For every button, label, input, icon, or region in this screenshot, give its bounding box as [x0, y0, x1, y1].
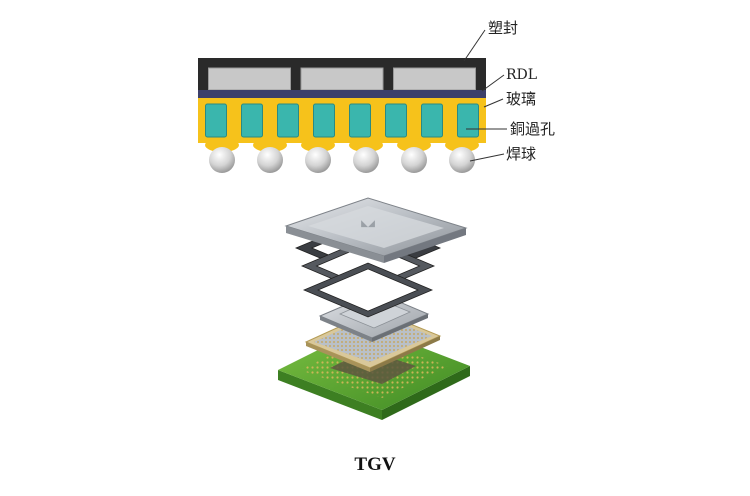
solder-ball: [401, 147, 427, 173]
cross-section-diagram: 塑封 RDL 玻璃 銅過孔 焊球: [198, 19, 555, 173]
solder-ball: [209, 147, 235, 173]
leader-glass: [483, 98, 504, 108]
figure-caption: TGV: [354, 454, 396, 475]
copper-via: [205, 103, 227, 138]
leader-mold: [463, 29, 486, 62]
label-solder-ball: 焊球: [506, 145, 536, 163]
copper-via: [457, 103, 479, 138]
svg-text:◣◢: ◣◢: [361, 219, 375, 229]
copper-via: [277, 103, 299, 138]
copper-via: [313, 103, 335, 138]
rdl-layer: [198, 90, 486, 98]
bottom-pad: [205, 138, 239, 152]
bottom-pad: [301, 138, 335, 152]
lid-layer: ◣◢: [284, 197, 468, 263]
chip: [393, 67, 476, 91]
exploded-package-view: ◣◢: [278, 197, 470, 420]
bottom-pad: [253, 138, 287, 152]
copper-via: [241, 103, 263, 138]
bottom-pad: [349, 138, 383, 152]
label-rdl: RDL: [506, 67, 537, 83]
copper-via: [349, 103, 371, 138]
solder-ball: [305, 147, 331, 173]
copper-via: [421, 103, 443, 138]
copper-vias: [205, 103, 479, 138]
label-glass: 玻璃: [506, 90, 536, 108]
solder-ball: [257, 147, 283, 173]
leader-rdl: [481, 74, 505, 92]
solder-balls: [209, 147, 475, 173]
label-mold: 塑封: [488, 19, 518, 37]
solder-ball: [353, 147, 379, 173]
chip: [208, 67, 291, 91]
label-copper-via: 銅過孔: [510, 120, 555, 138]
solder-ball: [449, 147, 475, 173]
copper-via: [385, 103, 407, 138]
bottom-pad: [397, 138, 431, 152]
bottom-pads: [205, 138, 479, 152]
stiffener-frame: [302, 262, 434, 318]
leader-lines: [463, 29, 507, 162]
chip: [300, 67, 384, 91]
bottom-pad: [445, 138, 479, 152]
leader-ball: [469, 153, 505, 162]
